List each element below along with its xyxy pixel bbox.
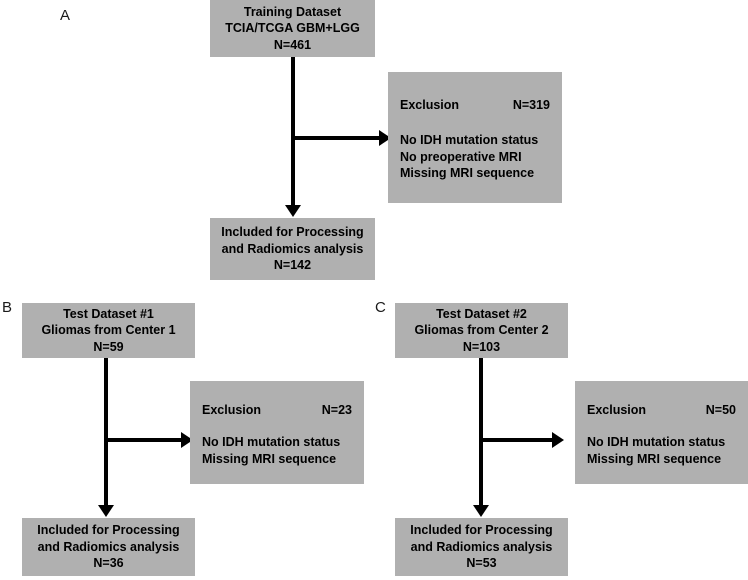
panel-a-exclusion-reason-3: Missing MRI sequence xyxy=(400,166,535,180)
panel-b-source-box: Test Dataset #1 Gliomas from Center 1 N=… xyxy=(22,303,195,358)
panel-c-vertical-connector xyxy=(479,358,483,511)
panel-b-included-box: Included for Processing and Radiomics an… xyxy=(22,518,195,576)
panel-a-exclusion-count: N=319 xyxy=(512,98,550,112)
panel-a-exclusion-connector xyxy=(291,136,381,140)
panel-a-exclusion-reasons: No IDH mutation status No preoperative M… xyxy=(400,132,554,182)
panel-letter-c: C xyxy=(375,299,386,316)
panel-a-exclusion-title: Exclusion xyxy=(400,98,460,112)
panel-a-source-box: Training Dataset TCIA/TCGA GBM+LGG N=461 xyxy=(210,0,375,57)
panel-a-source-line-1: Training Dataset xyxy=(243,4,342,19)
panel-a-exclusion-reason-1: No IDH mutation status xyxy=(400,133,539,147)
panel-a-down-arrowhead xyxy=(285,205,301,217)
panel-b-exclusion-box: Exclusion N=23 No IDH mutation status Mi… xyxy=(190,381,364,484)
panel-a-included-line-1: Included for Processing xyxy=(221,225,364,240)
panel-c-exclusion-box: Exclusion N=50 No IDH mutation status Mi… xyxy=(575,381,748,484)
panel-b-exclusion-header: Exclusion N=23 xyxy=(202,402,352,419)
panel-a-exclusion-box: Exclusion N=319 No IDH mutation status N… xyxy=(388,72,562,203)
panel-b-exclusion-count: N=23 xyxy=(321,403,352,417)
panel-c-exclusion-reasons: No IDH mutation status Missing MRI seque… xyxy=(587,434,740,467)
panel-b-vertical-connector xyxy=(104,358,108,511)
panel-letter-a: A xyxy=(60,7,71,24)
panel-c-exclusion-title: Exclusion xyxy=(587,403,647,417)
panel-a-exclusion-reason-2: No preoperative MRI xyxy=(400,149,522,164)
panel-c-exclusion-header: Exclusion N=50 xyxy=(587,402,736,419)
panel-a-included-count: N=142 xyxy=(273,258,312,273)
panel-c-source-count: N=103 xyxy=(462,339,501,354)
panel-b-exclusion-reason-1: No IDH mutation status xyxy=(202,435,341,449)
panel-c-down-arrowhead xyxy=(473,505,489,517)
panel-c-exclusion-reason-2: Missing MRI sequence xyxy=(587,451,722,466)
panel-b-source-line-1: Test Dataset #1 xyxy=(63,306,154,321)
panel-a-source-count: N=461 xyxy=(273,37,312,52)
panel-c-included-count: N=53 xyxy=(466,556,497,571)
panel-c-exclusion-reason-1: No IDH mutation status xyxy=(587,435,726,449)
panel-c-source-box: Test Dataset #2 Gliomas from Center 2 N=… xyxy=(395,303,568,358)
panel-c-source-line-1: Test Dataset #2 xyxy=(436,306,527,321)
panel-c-included-line-2: and Radiomics analysis xyxy=(410,539,553,554)
panel-c-included-box: Included for Processing and Radiomics an… xyxy=(395,518,568,576)
panel-b-source-count: N=59 xyxy=(93,339,124,354)
panel-letter-b: B xyxy=(2,299,13,316)
panel-c-source-line-2: Gliomas from Center 2 xyxy=(414,323,549,338)
panel-b-included-line-1: Included for Processing xyxy=(37,523,180,538)
panel-a-source-line-2: TCIA/TCGA GBM+LGG xyxy=(225,21,360,36)
panel-a-exclusion-header: Exclusion N=319 xyxy=(400,97,550,114)
panel-b-source-line-2: Gliomas from Center 1 xyxy=(41,323,176,338)
panel-c-exclusion-connector xyxy=(479,438,554,442)
panel-a-included-box: Included for Processing and Radiomics an… xyxy=(210,218,375,280)
panel-b-exclusion-reason-2: Missing MRI sequence xyxy=(202,451,337,466)
panel-b-down-arrowhead xyxy=(98,505,114,517)
panel-c-exclusion-count: N=50 xyxy=(705,403,736,417)
panel-b-exclusion-reasons: No IDH mutation status Missing MRI seque… xyxy=(202,434,356,467)
panel-b-included-count: N=36 xyxy=(93,556,124,571)
panel-b-exclusion-connector xyxy=(104,438,183,442)
panel-a-included-line-2: and Radiomics analysis xyxy=(221,241,364,256)
panel-c-right-arrowhead xyxy=(552,432,564,448)
panel-a-vertical-connector xyxy=(291,57,295,211)
panel-b-included-line-2: and Radiomics analysis xyxy=(37,539,180,554)
panel-c-included-line-1: Included for Processing xyxy=(410,523,553,538)
panel-b-exclusion-title: Exclusion xyxy=(202,403,262,417)
